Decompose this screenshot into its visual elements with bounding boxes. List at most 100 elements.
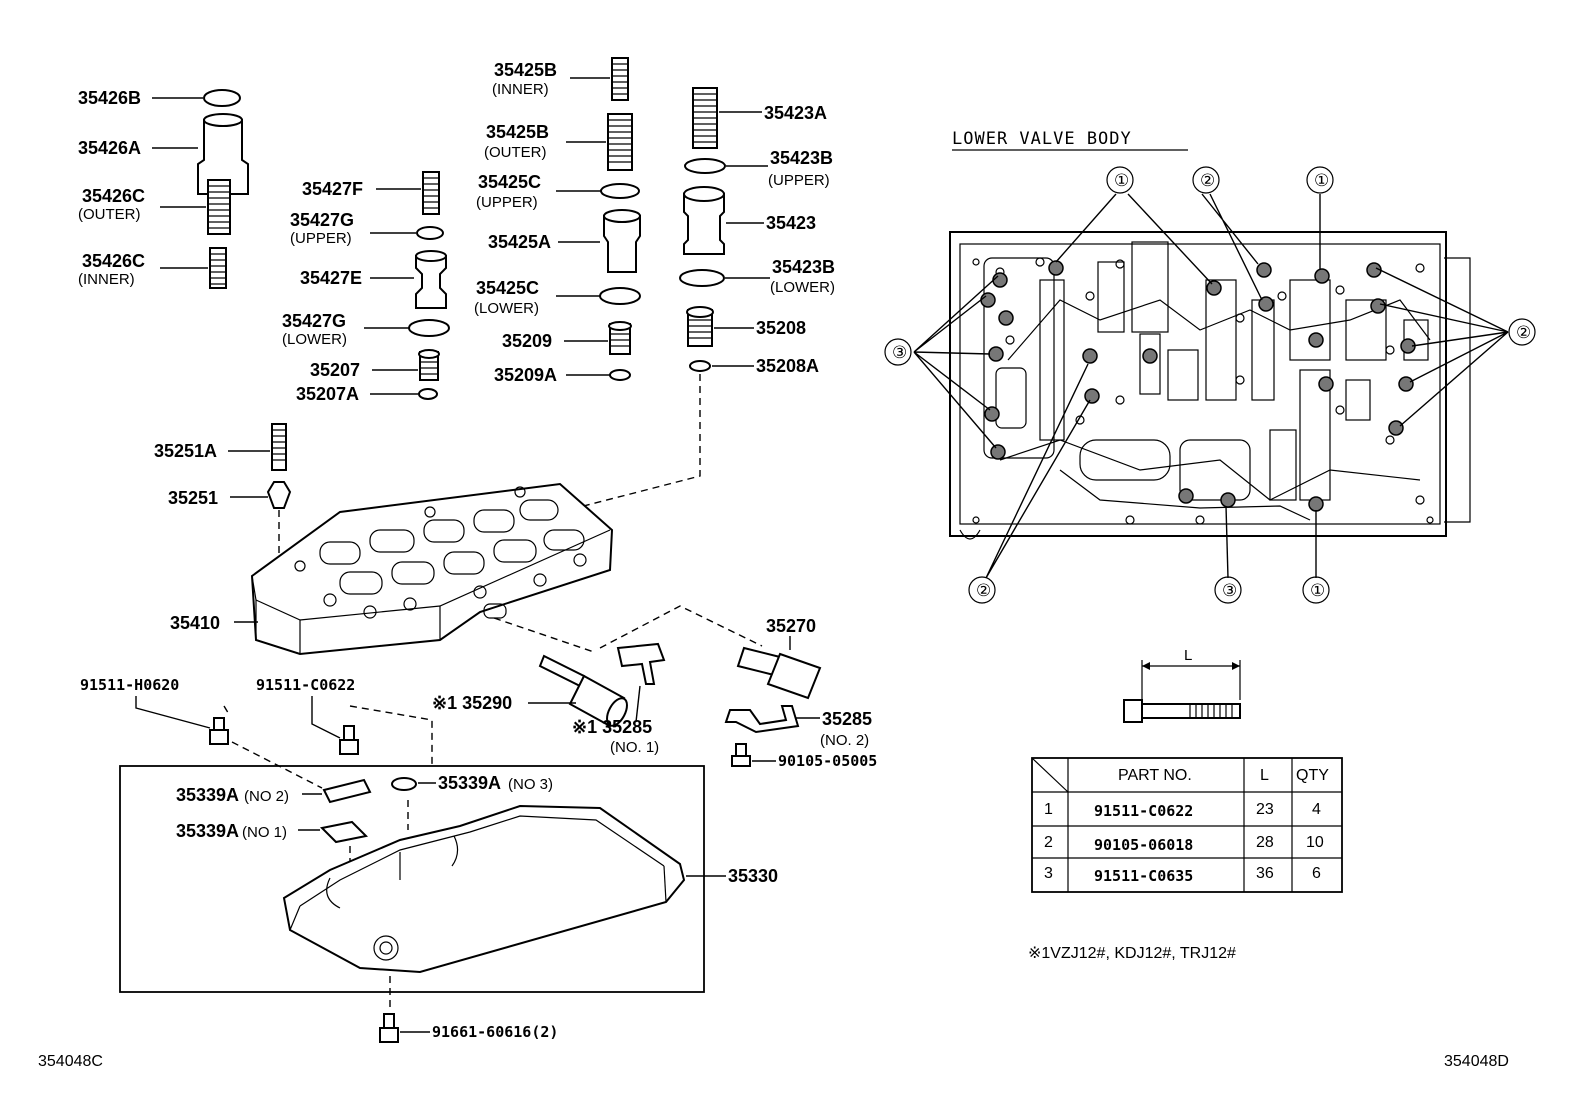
callout-3-left: ③ (892, 343, 907, 362)
label-35339A-no2: 35339A (176, 785, 239, 805)
part-35270: 35270 (736, 616, 822, 700)
callouts: ① ② ① ③ ② ② ③ ① (884, 166, 1536, 604)
label-91511-C0622: 91511-C0622 (256, 676, 355, 694)
part-35290: ※1 35290 (432, 654, 628, 728)
part-35425B-inner: 35425B (INNER) (492, 57, 629, 101)
pan-dash-2 (349, 705, 433, 768)
label-35423B-upper: 35423B (770, 148, 833, 168)
part-35208: 35208 (686, 306, 806, 347)
oil-pan-frame (119, 765, 705, 993)
label-91661-60616: 91661-60616(2) (432, 1023, 558, 1041)
callout-2-right: ② (1516, 323, 1531, 342)
table-cell-l: 36 (1256, 865, 1274, 882)
table-cell-qty: 6 (1312, 865, 1321, 882)
label-35285-no2: 35285 (822, 709, 872, 729)
solenoid-dash-line (493, 617, 595, 653)
sub-inner-2: (INNER) (492, 81, 549, 98)
sub-upper-3: (UPPER) (768, 172, 830, 189)
sub-inner: (INNER) (78, 271, 135, 288)
label-35410: 35410 (170, 613, 220, 633)
part-35423B-lower: 35423B (LOWER) (679, 257, 835, 296)
sub-lower: (LOWER) (282, 331, 347, 348)
sub-outer-2: (OUTER) (484, 144, 547, 161)
part-35427G-lower: 35427G (LOWER) (282, 311, 450, 348)
part-35426B: 35426B (78, 88, 241, 108)
label-35207: 35207 (310, 360, 360, 380)
callout-leaders (913, 193, 1509, 579)
bolt-dimension: L (1123, 647, 1241, 723)
table-cell-qty: 4 (1312, 801, 1321, 818)
assembly-dash-line (575, 374, 701, 509)
part-35208A: 35208A (689, 356, 819, 376)
lower-valve-body-title: LOWER VALVE BODY (952, 129, 1132, 149)
sub-no1: (NO. 1) (610, 739, 659, 756)
diagram-code-left: 354048C (38, 1053, 103, 1070)
table-header-qty: QTY (1296, 767, 1329, 784)
part-35423B-upper: 35423B (UPPER) (684, 148, 833, 189)
label-35207A: 35207A (296, 384, 359, 404)
part-35207: 35207 (310, 349, 440, 381)
label-35425C-lower: 35425C (476, 278, 539, 298)
callout-2-top: ② (1200, 171, 1215, 190)
table-cell-part-no: 91511-C0635 (1094, 867, 1193, 885)
table-cell-l: 23 (1256, 801, 1274, 818)
part-35425C-lower: 35425C (LOWER) (474, 278, 641, 317)
sub-upper-2: (UPPER) (476, 194, 538, 211)
sub-no3: (NO 3) (508, 776, 553, 793)
part-35209A: 35209A (494, 365, 631, 385)
part-35425B-outer: 35425B (OUTER) (484, 113, 633, 171)
part-35339A-no3: 35339A (NO 3) (391, 773, 553, 793)
part-35427E: 35427E (300, 250, 447, 309)
label-91511-H0620: 91511-H0620 (80, 676, 179, 694)
label-35251: 35251 (168, 488, 218, 508)
label-35427E: 35427E (300, 268, 362, 288)
dimension-label: L (1184, 647, 1192, 664)
label-35423B-lower: 35423B (772, 257, 835, 277)
part-35330-oil-pan: 35330 (282, 804, 778, 974)
callout-2-bottom: ② (976, 581, 991, 600)
applicability-note: ※1VZJ12#, KDJ12#, TRJ12# (1028, 945, 1236, 962)
diagram-code-right: 354048D (1444, 1053, 1509, 1070)
label-35427G-lower: 35427G (282, 311, 346, 331)
part-35207A: 35207A (296, 384, 438, 404)
label-35209: 35209 (502, 331, 552, 351)
label-35425B-inner: 35425B (494, 60, 557, 80)
part-91511-C0622: 91511-C0622 (256, 676, 359, 755)
part-35285-no1: ※1 35285 (NO. 1) (572, 642, 666, 756)
part-35426A: 35426A (78, 113, 249, 195)
label-35339A-no3: 35339A (438, 773, 501, 793)
table-cell-part-no: 91511-C0622 (1094, 802, 1193, 820)
part-35425A: 35425A (488, 209, 641, 273)
part-35285-no2: 35285 (NO. 2) (724, 705, 872, 749)
bolt-table: PART NO. L QTY 1 91511-C0622 23 4 2 9010… (1031, 757, 1343, 893)
label-35208: 35208 (756, 318, 806, 338)
lower-valve-body-drawing (949, 231, 1471, 540)
part-35410-valve-body: 35410 (170, 482, 614, 656)
table-cell-idx: 1 (1044, 801, 1053, 818)
label-35423: 35423 (766, 213, 816, 233)
label-35426C-inner: 35426C (82, 251, 145, 271)
part-90105-05005: 90105-05005 (731, 743, 877, 770)
sub-lower-2: (LOWER) (474, 300, 539, 317)
solenoid-dash-line-2 (599, 605, 763, 649)
label-35425A: 35425A (488, 232, 551, 252)
sub-no2: (NO. 2) (820, 732, 869, 749)
pan-dash-1 (223, 705, 323, 789)
callout-1-top-right: ① (1314, 171, 1329, 190)
label-35330: 35330 (728, 866, 778, 886)
label-90105-05005: 90105-05005 (778, 752, 877, 770)
part-35427G-upper: 35427G (UPPER) (290, 210, 444, 247)
label-35423A: 35423A (764, 103, 827, 123)
label-35251A: 35251A (154, 441, 217, 461)
label-35426C-outer: 35426C (82, 186, 145, 206)
table-cell-part-no: 90105-06018 (1094, 836, 1193, 854)
part-91661-60616: 91661-60616(2) (379, 1013, 558, 1043)
label-35209A: 35209A (494, 365, 557, 385)
part-35426C-outer: 35426C (OUTER) (78, 179, 231, 235)
part-91511-H0620: 91511-H0620 (80, 676, 229, 745)
part-35423: 35423 (683, 186, 816, 255)
label-35290: ※1 35290 (432, 693, 512, 713)
label-35426B: 35426B (78, 88, 141, 108)
table-cell-idx: 2 (1044, 834, 1053, 851)
